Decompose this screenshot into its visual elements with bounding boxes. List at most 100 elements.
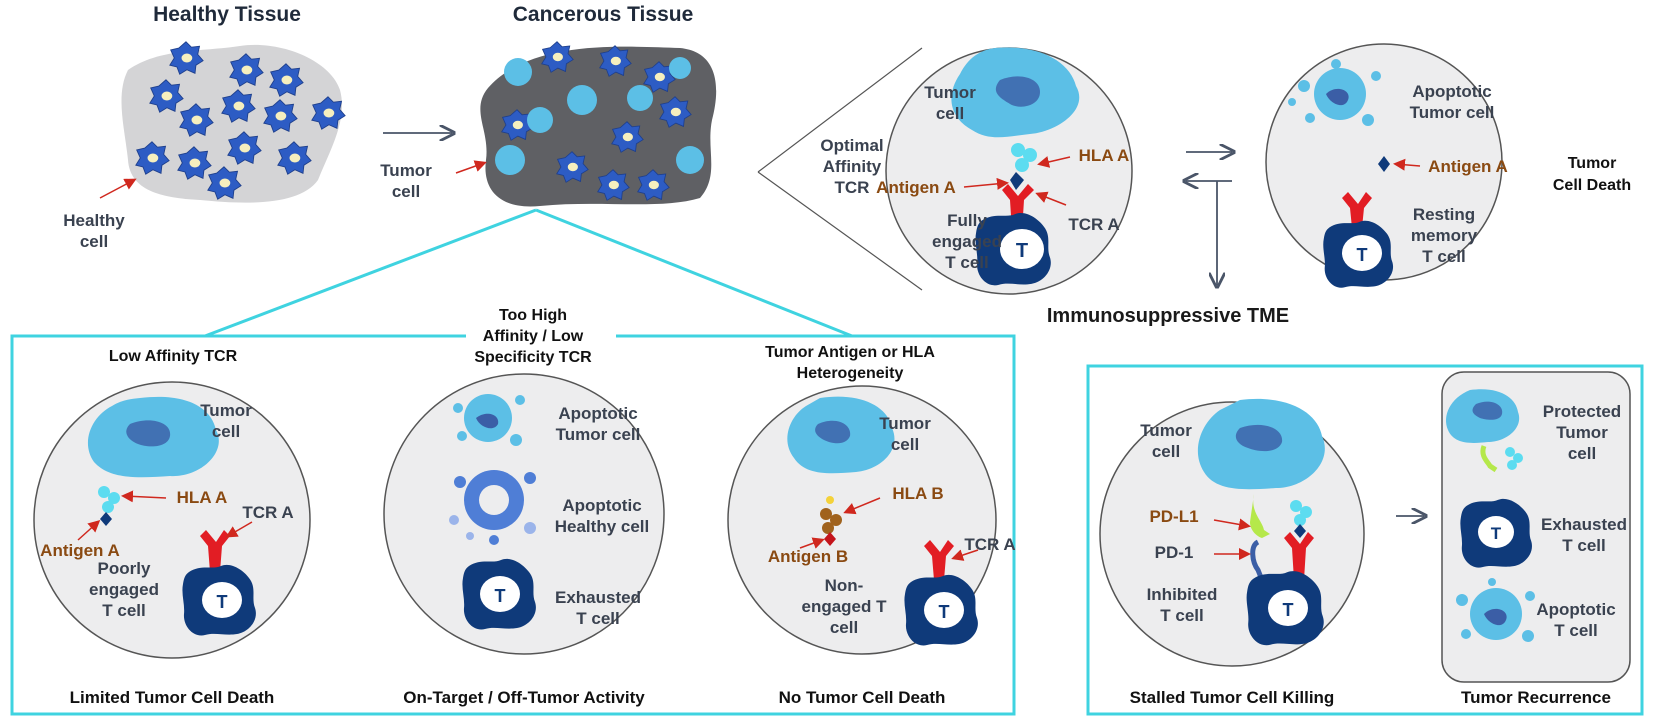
tcell-nucleus xyxy=(1000,229,1044,269)
c2-apoptotic-label-2: Tumor cell xyxy=(1410,103,1495,122)
bl1-antigen-pointer xyxy=(77,519,101,541)
c1-tcell-label-3: T cell xyxy=(945,253,988,272)
tme-frame xyxy=(1086,364,1644,716)
protected-label-3: cell xyxy=(1568,444,1596,463)
bl3-tcell-label-2: engaged T xyxy=(801,597,887,616)
bl1-hla-molecule xyxy=(98,486,120,513)
pd1-shape xyxy=(1250,539,1265,581)
bl3-tumor-label-2: cell xyxy=(891,435,919,454)
tumor-cell-label-1: Tumor xyxy=(380,161,432,180)
c2-resting-label-1: Resting xyxy=(1413,205,1475,224)
br-tumor-label-2: cell xyxy=(1152,442,1180,461)
c1-hla-label: HLA A xyxy=(1079,146,1130,165)
bl1-antigen-shape xyxy=(100,512,112,526)
hla-molecule xyxy=(1011,143,1037,172)
too-high-header-bg xyxy=(466,304,616,364)
protected-pdl1 xyxy=(1480,445,1498,473)
br-footer-1: Stalled Tumor Cell Killing xyxy=(1130,688,1335,707)
c1-tcr-label: TCR A xyxy=(1068,215,1119,234)
bl1-tcell-label-3: T cell xyxy=(102,601,145,620)
tumor-death-label-2: Cell Death xyxy=(1553,177,1631,194)
too-high-header-3: Specificity TCR xyxy=(474,349,592,366)
bl2-exhausted-label-2: T cell xyxy=(576,609,619,628)
cancerous-tissue-title: Cancerous Tissue xyxy=(513,3,694,26)
bl3-antigen-b-shape xyxy=(824,532,836,546)
bl3-tcr-shape xyxy=(924,540,954,580)
bl3-hla-pointer xyxy=(843,497,881,515)
bl2-exhausted-label-1: Exhausted xyxy=(555,588,641,607)
br-antigen-shape xyxy=(1294,524,1306,538)
bl1-antigen-label: Antigen A xyxy=(40,541,120,560)
bl2-tcell-nucleus xyxy=(480,576,520,612)
apoptotic-tcell-label-2: T cell xyxy=(1554,621,1597,640)
too-high-header-1: Too High xyxy=(499,307,567,324)
resting-tcr-shape xyxy=(1342,192,1372,228)
exhausted-tcell-nucleus xyxy=(1478,516,1514,548)
healthy-cell-label-1: Healthy xyxy=(63,211,125,230)
bl3-hla-b-molecule xyxy=(820,496,842,534)
heterogeneity-header-1: Tumor Antigen or HLA xyxy=(765,344,935,361)
apoptotic-tumor-cell xyxy=(1288,59,1381,126)
resting-tcell-nucleus xyxy=(1342,235,1382,271)
br-t-letter: T xyxy=(1283,600,1294,620)
bl1-tcr-pointer xyxy=(225,521,253,538)
c1-tumor-label-1: Tumor xyxy=(924,83,976,102)
br-footer-2: Tumor Recurrence xyxy=(1461,688,1611,707)
healthy-cell-pointer xyxy=(99,178,137,199)
pdl1-pointer xyxy=(1213,518,1251,531)
tumor-cell-label-2: cell xyxy=(392,182,420,201)
free-antigen-pointer xyxy=(1393,158,1421,171)
c2-resting-label-2: memory xyxy=(1411,226,1478,245)
bl2-apoptotic-tumor xyxy=(453,394,525,446)
high-affinity-circle xyxy=(383,373,665,655)
bl2-t-letter: T xyxy=(495,586,506,606)
tumor-cells-in-tissue xyxy=(495,57,704,175)
bl1-hla-pointer xyxy=(121,490,167,503)
protected-label-2: Tumor xyxy=(1556,423,1608,442)
protected-hla xyxy=(1505,447,1523,470)
c1-tcell-label-2: engaged xyxy=(932,232,1002,251)
bl2-footer: On-Target / Off-Tumor Activity xyxy=(403,688,645,707)
inhibited-label-2: T cell xyxy=(1160,606,1203,625)
zoom-connector xyxy=(204,208,853,338)
bl2-apop-healthy-label-1: Apoptotic xyxy=(562,496,641,515)
bl1-tumor-nucleus xyxy=(126,420,171,447)
optimal-label-3: TCR xyxy=(835,178,870,197)
pdl1-shape xyxy=(1250,494,1270,538)
inhibited-tcell-nucleus xyxy=(1268,590,1308,626)
hla-pointer xyxy=(1037,156,1071,168)
br-hla-molecule xyxy=(1290,500,1312,526)
healthy-cell-label-2: cell xyxy=(80,232,108,251)
inhibited-label-1: Inhibited xyxy=(1147,585,1218,604)
bl3-t-letter: T xyxy=(939,602,950,622)
t-letter: T xyxy=(1016,240,1028,262)
low-affinity-header: Low Affinity TCR xyxy=(109,348,238,365)
bl3-antigen-label: Antigen B xyxy=(768,547,848,566)
apoptotic-tcell-label-1: Apoptotic xyxy=(1536,600,1615,619)
c1-tumor-label-2: cell xyxy=(936,104,964,123)
c1-tcell-label-1: Fully xyxy=(947,211,987,230)
bl3-tumor-label-1: Tumor xyxy=(879,414,931,433)
tcr-pointer xyxy=(1035,191,1067,206)
bl2-apop-tumor-label-1: Apoptotic xyxy=(558,404,637,423)
immunosuppressive-title: Immunosuppressive TME xyxy=(1047,305,1289,327)
bl3-tcell-label-3: cell xyxy=(830,618,858,637)
bl3-hla-label: HLA B xyxy=(892,484,943,503)
protected-tumor-nucleus xyxy=(1472,401,1503,420)
c1-antigen-label: Antigen A xyxy=(876,178,956,197)
bl1-tcell-nucleus xyxy=(202,582,242,618)
c2-apoptotic-label-1: Apoptotic xyxy=(1412,82,1491,101)
resting-t-letter: T xyxy=(1357,245,1368,265)
br-tumor-nucleus xyxy=(1235,424,1283,452)
bl1-tcr-label: TCR A xyxy=(242,503,293,522)
bl3-antigen-pointer xyxy=(799,537,825,549)
panel-t-letter: T xyxy=(1491,524,1502,543)
bl1-tcell-label-2: engaged xyxy=(89,580,159,599)
tumor-death-label-1: Tumor xyxy=(1568,155,1617,172)
pd1-label: PD-1 xyxy=(1155,543,1194,562)
optimal-label-1: Optimal xyxy=(820,136,883,155)
br-tcr-shape xyxy=(1284,532,1314,580)
bl1-tcell-label-1: Poorly xyxy=(98,559,151,578)
too-high-header-2: Affinity / Low xyxy=(483,328,584,345)
